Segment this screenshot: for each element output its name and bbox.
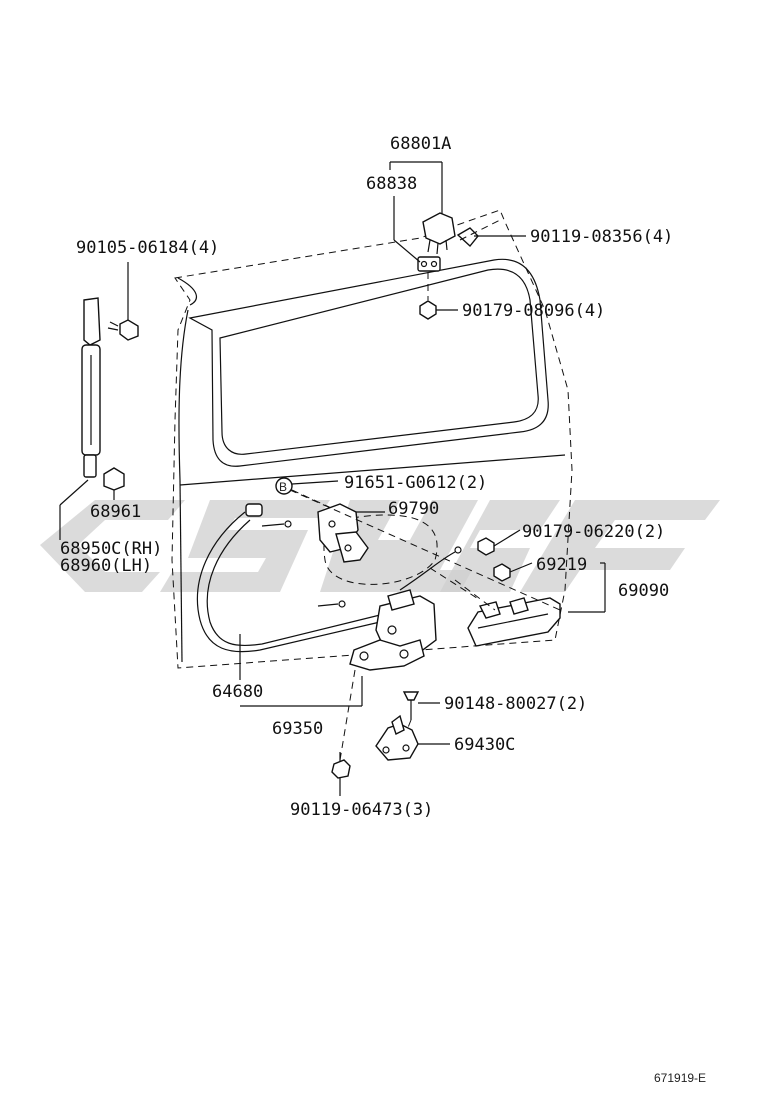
lock-69790 <box>317 503 385 563</box>
striker-69430C <box>375 714 450 761</box>
lock-assembly-69350 <box>240 589 437 761</box>
label-68960: 68960(LH) <box>60 556 152 576</box>
bracket-68961 <box>103 467 125 500</box>
label-64680: 64680 <box>212 682 263 702</box>
hinge-assembly <box>417 212 526 272</box>
label-90119-06473: 90119-06473(3) <box>290 800 433 820</box>
gas-strut <box>59 297 101 540</box>
label-69430C: 69430C <box>454 735 515 755</box>
callout-b: B <box>275 477 341 513</box>
label-69219: 69219 <box>536 555 587 575</box>
label-68801A: 68801A <box>390 134 451 154</box>
cable-64680 <box>196 489 561 680</box>
watermark <box>40 500 720 592</box>
nut-90179-08096 <box>419 272 458 320</box>
label-68838: 68838 <box>366 174 417 194</box>
label-90179-06220: 90179-06220(2) <box>522 522 665 542</box>
label-69790: 69790 <box>388 499 439 519</box>
label-90148-80027: 90148-80027(2) <box>444 694 587 714</box>
label-68950C: 68950C(RH) <box>60 539 162 559</box>
figure-code: 671919-E <box>654 1071 706 1085</box>
label-90105-06184: 90105-06184(4) <box>76 238 219 258</box>
label-69090: 69090 <box>618 581 669 601</box>
leaders-top <box>389 161 443 263</box>
callout-b-label: B <box>279 480 287 494</box>
nut-90179-06220 <box>477 529 521 556</box>
label-91651-G0612: 91651-G0612(2) <box>344 473 487 493</box>
label-69350: 69350 <box>272 719 323 739</box>
label-68961: 68961 <box>90 502 141 522</box>
label-90179-08096: 90179-08096(4) <box>462 301 605 321</box>
bolt-90105-06184 <box>107 262 139 341</box>
bolt-90119-06473 <box>331 752 351 796</box>
label-90119-08356: 90119-08356(4) <box>530 227 673 247</box>
handle-69090 <box>429 562 606 647</box>
nut-69219 <box>493 562 533 582</box>
back-door-panel <box>171 209 573 669</box>
part-labels: 68801A 68838 90119-08356(4) 90105-06184(… <box>60 134 706 1085</box>
